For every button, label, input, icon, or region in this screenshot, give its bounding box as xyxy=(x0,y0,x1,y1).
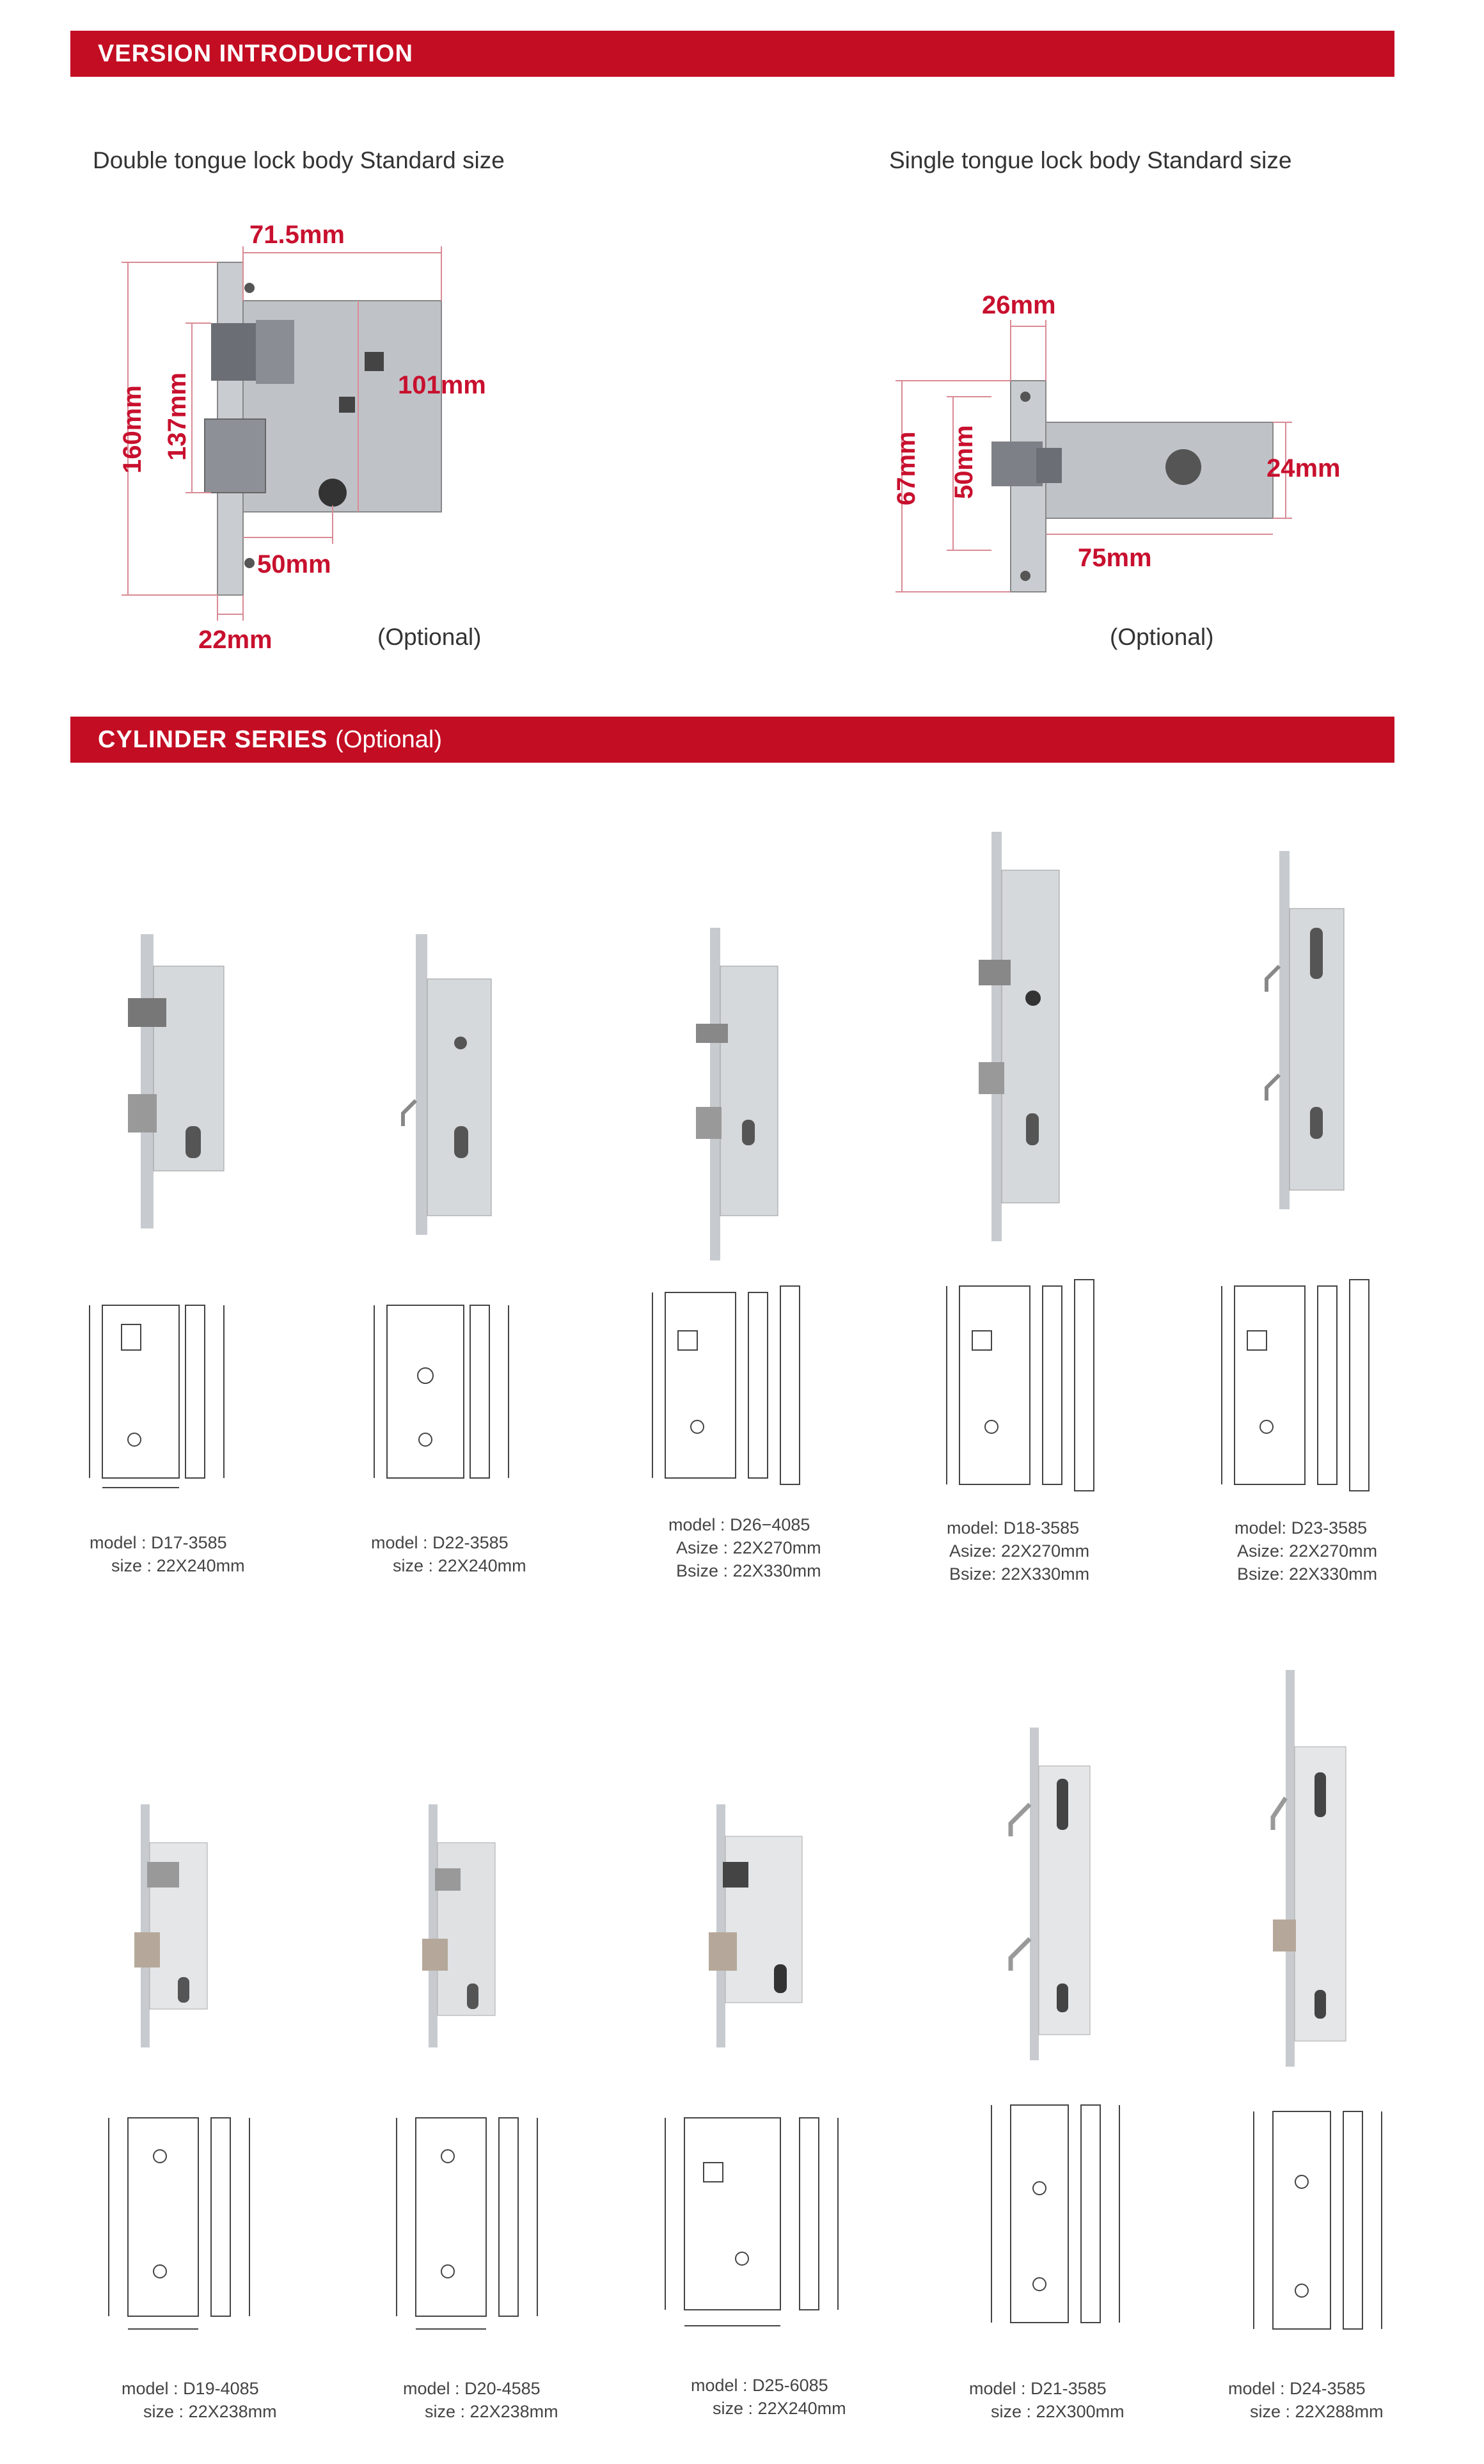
model-value: D20-4585 xyxy=(464,2379,541,2398)
cylinder-series-banner: CYLINDER SERIES (Optional) xyxy=(70,717,1394,763)
model-value: D19-4085 xyxy=(183,2379,259,2398)
a-size-label: Asize : xyxy=(676,1538,729,1557)
double-tongue-lock-diagram: 71.5mm 101mm 160mm 137mm 50mm 22mm xyxy=(118,221,486,654)
size-label: size : xyxy=(111,1556,152,1575)
model-label: model : xyxy=(371,1533,428,1552)
product-photo-d22 xyxy=(401,934,492,1235)
dim-137mm: 137mm xyxy=(163,372,191,461)
model-label: model: xyxy=(1235,1518,1287,1538)
tech-drawing-d23 xyxy=(1221,1279,1370,1491)
dim-75mm: 75mm xyxy=(1078,544,1152,572)
tech-drawing-d19 xyxy=(108,2117,250,2330)
a-size-label: Asize: xyxy=(1237,1541,1284,1561)
dim-160mm: 160mm xyxy=(118,385,146,473)
size-value: 22X288mm xyxy=(1295,2402,1384,2421)
model-label: model : xyxy=(668,1515,725,1534)
dim-101mm: 101mm xyxy=(398,371,486,399)
model-value: D22-3585 xyxy=(432,1533,509,1552)
model-info-d23: model: D23-3585 Asize: 22X270mm Bsize: 2… xyxy=(1235,1516,1377,1586)
model-info-d25: model : D25-6085 size : 22X240mm xyxy=(691,2374,846,2420)
dim-71-5mm: 71.5mm xyxy=(249,221,345,249)
model-info-d21: model : D21-3585 size : 22X300mm xyxy=(969,2377,1125,2423)
product-photo-d21 xyxy=(1008,1728,1091,2060)
version-introduction-banner: VERSION INTRODUCTION xyxy=(70,31,1394,77)
model-info-d17: model : D17-3585 size : 22X240mm xyxy=(90,1531,245,1577)
size-value: 22X238mm xyxy=(188,2402,277,2421)
size-label: size : xyxy=(713,2399,754,2418)
size-label: size : xyxy=(143,2402,184,2421)
dim-67mm: 67mm xyxy=(892,431,920,505)
a-size-value: 22X270mm xyxy=(732,1538,821,1557)
model-info-d22: model : D22-3585 size : 22X240mm xyxy=(371,1531,526,1577)
a-size-value: 22X270mm xyxy=(1289,1541,1378,1561)
dim-22mm: 22mm xyxy=(198,626,272,654)
product-photo-d24 xyxy=(1270,1670,1346,2067)
size-label: size : xyxy=(1250,2402,1291,2421)
section-optional: (Optional) xyxy=(335,726,443,753)
model-info-d26: model : D26−4085 Asize : 22X270mm Bsize … xyxy=(668,1513,821,1582)
model-info-d20: model : D20-4585 size : 22X238mm xyxy=(403,2377,558,2423)
b-size-label: Bsize : xyxy=(676,1561,729,1580)
tech-drawing-d17 xyxy=(89,1305,225,1488)
model-label: model : xyxy=(122,2379,178,2398)
model-info-d18: model: D18-3585 Asize: 22X270mm Bsize: 2… xyxy=(947,1516,1089,1586)
size-value: 22X300mm xyxy=(1036,2402,1125,2421)
size-label: size : xyxy=(425,2402,466,2421)
model-label: model : xyxy=(969,2379,1026,2398)
double-tongue-caption: Double tongue lock body Standard size xyxy=(93,147,505,173)
product-photo-d20 xyxy=(422,1804,496,2047)
tech-drawing-d20 xyxy=(396,2117,538,2330)
tech-drawing-d25 xyxy=(665,2117,839,2326)
dim-50mm-single: 50mm xyxy=(950,425,978,499)
single-tongue-lock-diagram: 26mm 67mm 50mm 24mm 75mm xyxy=(892,291,1341,592)
tech-drawing-d22 xyxy=(374,1305,509,1479)
section-title-cylinder: CYLINDER SERIES xyxy=(98,726,328,753)
tech-drawing-d18 xyxy=(946,1279,1094,1491)
dim-24mm: 24mm xyxy=(1267,454,1341,482)
product-photo-d26 xyxy=(696,928,778,1260)
size-value: 22X240mm xyxy=(757,2399,846,2418)
size-label: size : xyxy=(991,2402,1032,2421)
product-photo-d18 xyxy=(979,832,1060,1241)
size-value: 22X240mm xyxy=(156,1556,245,1575)
b-size-value: 22X330mm xyxy=(1001,1564,1090,1584)
b-size-label: Bsize: xyxy=(949,1564,997,1584)
single-optional-label: (Optional) xyxy=(1110,624,1214,650)
tech-drawing-d26 xyxy=(652,1285,800,1485)
model-info-d24: model : D24-3585 size : 22X288mm xyxy=(1228,2377,1384,2423)
size-label: size : xyxy=(393,1556,434,1575)
size-value: 22X240mm xyxy=(438,1556,526,1575)
model-label: model : xyxy=(90,1533,146,1552)
product-photo-d23 xyxy=(1265,851,1345,1209)
dim-50mm: 50mm xyxy=(257,550,331,578)
product-photo-d19 xyxy=(134,1804,208,2047)
model-label: model : xyxy=(1228,2379,1285,2398)
a-size-label: Asize: xyxy=(949,1541,997,1561)
product-photo-d17 xyxy=(128,934,225,1228)
model-value: D24-3585 xyxy=(1290,2379,1366,2398)
double-optional-label: (Optional) xyxy=(377,624,482,650)
tech-drawing-d24 xyxy=(1253,2111,1382,2330)
a-size-value: 22X270mm xyxy=(1001,1541,1090,1561)
model-value: D18-3585 xyxy=(1003,1518,1080,1538)
model-value: D25-6085 xyxy=(752,2376,828,2395)
model-label: model: xyxy=(947,1518,999,1538)
single-tongue-caption: Single tongue lock body Standard size xyxy=(889,147,1292,173)
tech-drawing-d21 xyxy=(991,2104,1120,2323)
model-info-d19: model : D19-4085 size : 22X238mm xyxy=(122,2377,277,2423)
dim-26mm: 26mm xyxy=(982,291,1056,319)
product-photo-d25 xyxy=(709,1804,803,2047)
model-label: model : xyxy=(403,2379,460,2398)
model-value: D26−4085 xyxy=(730,1515,810,1534)
model-label: model : xyxy=(691,2376,748,2395)
b-size-value: 22X330mm xyxy=(732,1561,821,1580)
model-value: D17-3585 xyxy=(151,1533,227,1552)
size-value: 22X238mm xyxy=(470,2402,558,2421)
b-size-label: Bsize: xyxy=(1237,1564,1284,1584)
model-value: D23-3585 xyxy=(1291,1518,1368,1538)
model-value: D21-3585 xyxy=(1030,2379,1107,2398)
b-size-value: 22X330mm xyxy=(1289,1564,1378,1584)
section-title: VERSION INTRODUCTION xyxy=(98,40,413,67)
